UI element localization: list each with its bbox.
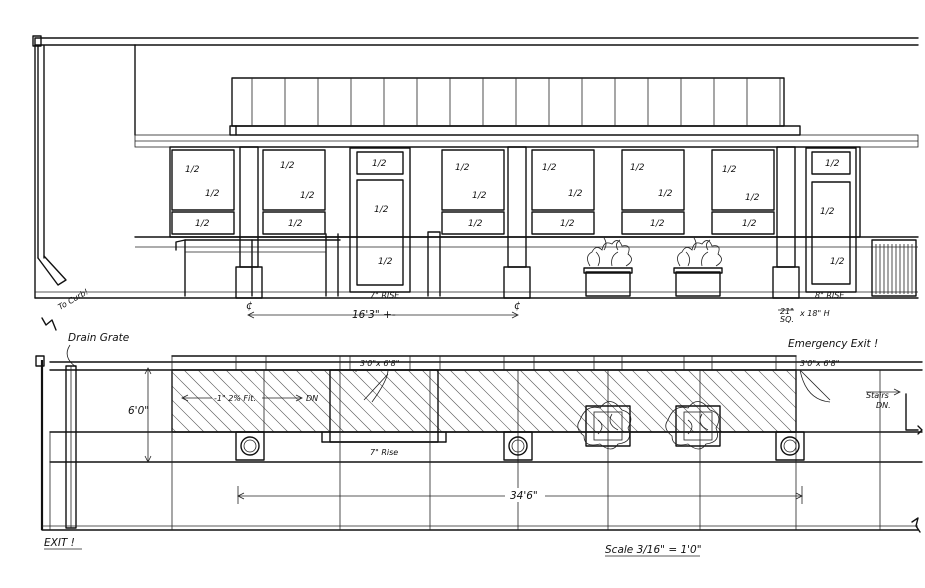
window-2: 1/2 1/2 1/2 — [262, 149, 326, 235]
window-5: 1/2 1/2 1/2 — [621, 149, 685, 235]
svg-text:1/2: 1/2 — [205, 189, 220, 199]
svg-text:Stairs: Stairs — [866, 391, 889, 400]
to-curb-label: To Curb! — [57, 287, 91, 312]
downspout — [37, 45, 67, 286]
svg-text:21": 21" — [780, 307, 794, 316]
column-3 — [772, 146, 800, 299]
emergency-door-elevation: 1/2 1/2 1/2 — [805, 147, 857, 293]
svg-text:1/2: 1/2 — [630, 163, 645, 173]
svg-text:1/2: 1/2 — [742, 219, 757, 229]
brick-band — [134, 134, 919, 148]
stairs-down: Stairs DN. — [866, 388, 923, 435]
svg-text:1/2: 1/2 — [542, 163, 557, 173]
emergency-door-swing — [799, 369, 831, 403]
length-dimension: 34'6" — [237, 486, 803, 504]
emergency-exit-label: Emergency Exit ! — [788, 338, 878, 350]
svg-text:1/2: 1/2 — [560, 219, 575, 229]
column-plan-1 — [235, 431, 265, 461]
column-plan-3 — [775, 431, 805, 461]
svg-text:1/2: 1/2 — [568, 189, 583, 199]
entry-door-left: 1/2 1/2 1/2 — [349, 147, 411, 293]
svg-text:DN.: DN. — [876, 401, 891, 410]
window-1: 1/2 1/2 1/2 — [171, 149, 235, 235]
svg-text:¢: ¢ — [514, 300, 521, 312]
centerline-dimension-label: 16'3" +- — [352, 309, 396, 321]
svg-text:x 18" H: x 18" H — [799, 309, 830, 318]
svg-text:1/2: 1/2 — [455, 163, 470, 173]
slope-label: -1" 2% Fit. — [214, 394, 256, 403]
svg-text:SQ.: SQ. — [780, 315, 794, 324]
planter-elevation-1 — [583, 237, 633, 297]
svg-text:1/2: 1/2 — [378, 257, 393, 267]
svg-text:1/2: 1/2 — [472, 191, 487, 201]
svg-text:1/2: 1/2 — [820, 207, 835, 217]
column-plan-2 — [503, 431, 533, 461]
planter-elevation-2 — [673, 237, 723, 297]
depth-dimension-label: 6'0" — [128, 405, 149, 417]
scale-label: Scale 3/16" = 1'0" — [605, 544, 702, 556]
svg-text:1/2: 1/2 — [374, 205, 389, 215]
centerline-dimension: ¢ ¢ 16'3" +- — [246, 300, 521, 321]
svg-text:1/2: 1/2 — [288, 219, 303, 229]
fence-right — [871, 239, 917, 297]
svg-text:1/2: 1/2 — [468, 219, 483, 229]
rise-label-left: 7" RISE — [370, 291, 400, 300]
drain-grate-label: Drain Grate — [68, 332, 129, 344]
slope-arrow: -1" 2% Fit. DN — [181, 394, 318, 403]
floor-plan: To Curb! Drain Grate — [35, 287, 923, 557]
planter-plan-1 — [577, 401, 632, 450]
planter-plan-2 — [665, 401, 721, 450]
door-size-left: 3'0"x 6'8" — [360, 359, 399, 368]
svg-text:1/2: 1/2 — [658, 189, 673, 199]
entry-landing: 7" Rise — [321, 369, 447, 457]
length-dimension-label: 34'6" — [510, 490, 538, 502]
drain-grate — [65, 365, 77, 529]
window-6: 1/2 1/2 1/2 — [711, 149, 775, 235]
handrail-left — [175, 233, 341, 297]
column-2 — [503, 146, 531, 299]
svg-text:1/2: 1/2 — [830, 257, 845, 267]
awning — [229, 77, 801, 136]
svg-text:1/2: 1/2 — [650, 219, 665, 229]
door-size-right: 3'0"x 6'8" — [800, 359, 839, 368]
svg-text:1/2: 1/2 — [825, 159, 840, 169]
svg-text:1/2: 1/2 — [280, 161, 295, 171]
svg-text:1/2: 1/2 — [722, 165, 737, 175]
rise-plan-label: 7" Rise — [370, 448, 398, 457]
window-4: 1/2 1/2 1/2 — [531, 149, 595, 235]
down-label-left: DN — [306, 394, 318, 403]
svg-text:1/2: 1/2 — [300, 191, 315, 201]
front-elevation: 1/2 1/2 1/2 1/2 1/2 1/2 1/2 1/2 1/2 1/2 … — [32, 35, 919, 324]
svg-text:¢: ¢ — [246, 300, 253, 312]
svg-text:1/2: 1/2 — [745, 193, 760, 203]
handrail-door — [427, 231, 441, 297]
exit-label: EXIT ! — [44, 537, 75, 549]
rise-label-right: 8" RISE — [815, 291, 845, 300]
svg-text:1/2: 1/2 — [372, 159, 387, 169]
svg-text:1/2: 1/2 — [185, 165, 200, 175]
depth-dimension: 6'0" — [128, 367, 152, 463]
column-1 — [235, 146, 263, 299]
column-base-dimension: 21" SQ. x 18" H — [778, 307, 830, 324]
window-3: 1/2 1/2 1/2 — [441, 149, 505, 235]
svg-text:1/2: 1/2 — [195, 219, 210, 229]
